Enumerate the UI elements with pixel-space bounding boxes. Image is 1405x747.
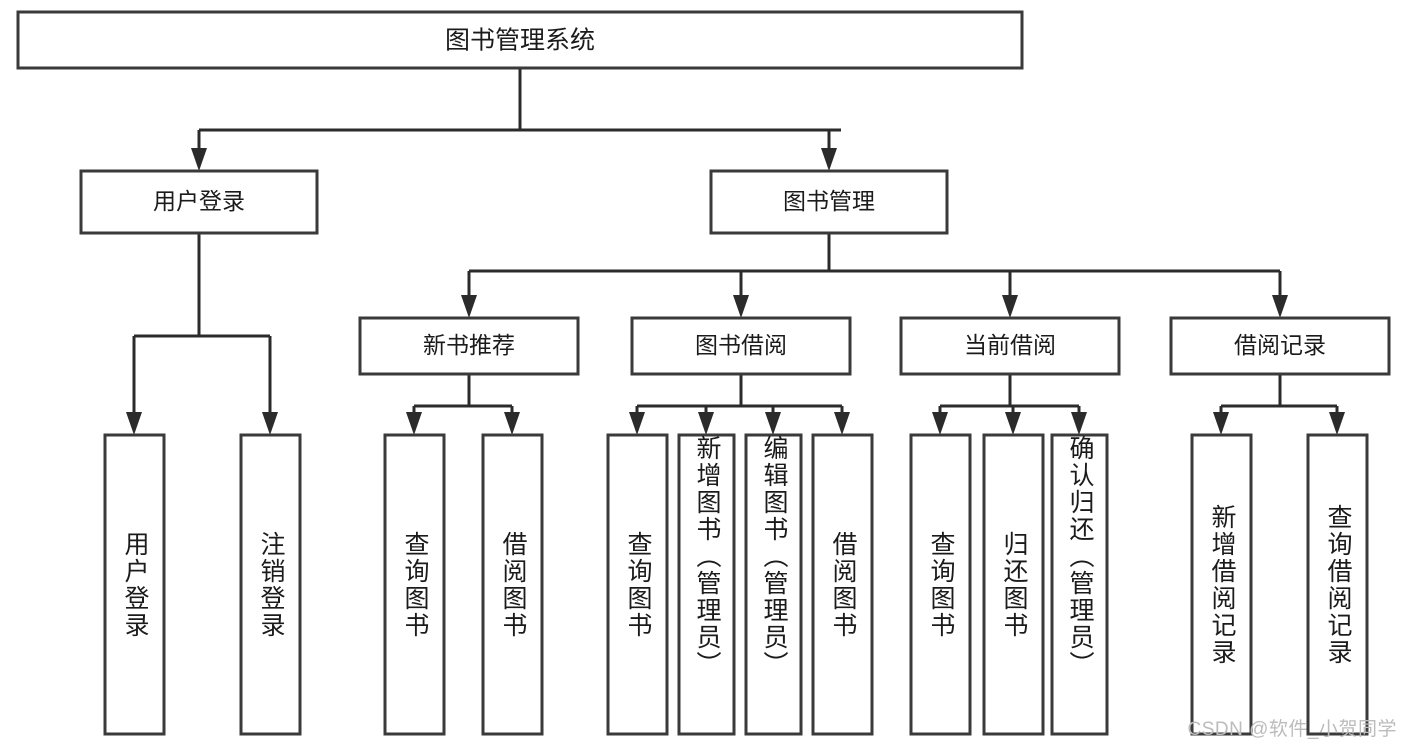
node-book-management[interactable]: 图书管理 — [709, 169, 949, 235]
connector-group-user-login — [126, 233, 278, 435]
node-label-new-book-recommend: 新书推荐 — [423, 332, 515, 358]
connector-group-borrow-record — [1213, 374, 1345, 435]
node-leaf-borrow-book-1[interactable] — [481, 433, 544, 736]
node-book-borrow[interactable]: 图书借阅 — [630, 316, 852, 376]
arrow-to-user-login — [191, 148, 207, 171]
node-current-borrow[interactable]: 当前借阅 — [899, 316, 1121, 376]
node-user-login[interactable]: 用户登录 — [79, 169, 319, 235]
connector-group-root — [191, 68, 841, 171]
node-leaf-add-book-admin[interactable] — [677, 433, 736, 736]
connector-group-book-borrow — [629, 374, 850, 435]
node-leaf-borrow-book-2[interactable] — [811, 433, 874, 736]
node-leaf-query-borrow-record[interactable] — [1306, 433, 1369, 736]
node-leaf-edit-book-admin[interactable] — [744, 433, 803, 736]
node-leaf-query-book-2[interactable] — [606, 433, 669, 736]
node-leaf-confirm-return-admin[interactable] — [1050, 433, 1109, 736]
connector-group-current-borrow — [932, 374, 1087, 435]
node-leaf-logout-login[interactable] — [239, 433, 302, 736]
node-label-book-borrow: 图书借阅 — [695, 332, 787, 358]
node-label-root: 图书管理系统 — [445, 27, 595, 55]
node-new-book-recommend[interactable]: 新书推荐 — [358, 316, 580, 376]
connector-group-book-management — [461, 233, 1288, 318]
node-label-borrow-record: 借阅记录 — [1234, 332, 1326, 358]
watermark-text: CSDN @软件_小贺同学 — [1187, 719, 1397, 740]
connector-group-new-book-recommend — [406, 374, 520, 435]
arrow-to-book-management — [821, 148, 837, 171]
node-leaf-return-book[interactable] — [982, 433, 1045, 736]
node-label-book-management: 图书管理 — [783, 188, 875, 214]
node-leaf-user-login[interactable] — [103, 433, 166, 736]
node-label-current-borrow: 当前借阅 — [964, 332, 1056, 358]
node-leaf-query-book-3[interactable] — [909, 433, 972, 736]
node-label-user-login: 用户登录 — [153, 188, 245, 214]
node-leaf-add-borrow-record[interactable] — [1190, 433, 1253, 736]
node-leaf-query-book-1[interactable] — [383, 433, 446, 736]
node-borrow-record[interactable]: 借阅记录 — [1169, 316, 1391, 376]
node-root-system[interactable]: 图书管理系统 — [16, 10, 1024, 70]
